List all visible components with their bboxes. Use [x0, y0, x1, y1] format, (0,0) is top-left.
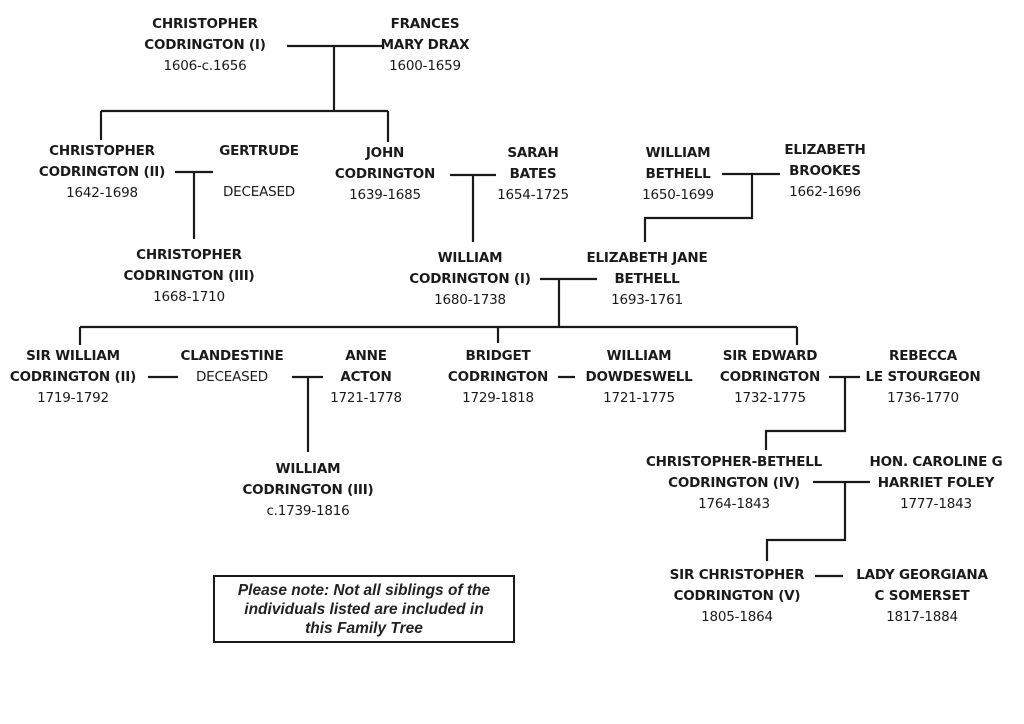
- person-dates: 1729-1818: [462, 390, 534, 406]
- person-christopher-bethell-codrington-iv: CHRISTOPHER-BETHELL CODRINGTON (IV) 1764…: [646, 452, 822, 515]
- person-dates: 1668-1710: [153, 289, 225, 305]
- person-bridget-codrington: BRIDGET CODRINGTON 1729-1818: [448, 346, 548, 409]
- person-john-codrington: JOHN CODRINGTON 1639-1685: [335, 143, 435, 206]
- person-name: BATES: [509, 166, 557, 182]
- person-dates: 1817-1884: [886, 609, 958, 625]
- person-name: WILLIAM: [437, 250, 503, 266]
- person-william-codrington-i: WILLIAM CODRINGTON (I) 1680-1738: [409, 248, 531, 311]
- note-line: Please note: Not all siblings of the: [237, 582, 491, 599]
- person-name: BRIDGET: [465, 348, 531, 364]
- person-name: CODRINGTON (V): [673, 588, 801, 604]
- person-name: BETHELL: [645, 166, 711, 182]
- person-name: SIR WILLIAM: [26, 348, 120, 364]
- person-name: ANNE: [345, 348, 387, 364]
- person-william-bethell: WILLIAM BETHELL 1650-1699: [642, 143, 714, 206]
- person-dates: 1719-1792: [37, 390, 109, 406]
- person-sarah-bates: SARAH BATES 1654-1725: [497, 143, 569, 206]
- person-dates: 1732-1775: [734, 390, 806, 406]
- note-line: this Family Tree: [305, 620, 423, 637]
- person-name: CHRISTOPHER: [49, 143, 155, 159]
- person-name: CODRINGTON (IV): [668, 475, 800, 491]
- person-name: WILLIAM: [606, 348, 672, 364]
- person-caroline-harriet-foley: HON. CAROLINE G HARRIET FOLEY 1777-1843: [869, 452, 1002, 515]
- person-name: WILLIAM: [275, 461, 341, 477]
- person-name: CODRINGTON (II): [9, 369, 137, 385]
- person-dates: 1764-1843: [698, 496, 770, 512]
- person-dates: 1642-1698: [66, 185, 138, 201]
- person-clandestine: CLANDESTINE DECEASED: [181, 346, 284, 388]
- person-rebecca-le-stourgeon: REBECCA LE STOURGEON 1736-1770: [866, 346, 981, 409]
- person-anne-acton: ANNE ACTON 1721-1778: [330, 346, 402, 409]
- person-status: DECEASED: [222, 184, 295, 200]
- person-lady-georgiana-somerset: LADY GEORGIANA C SOMERSET 1817-1884: [856, 565, 988, 628]
- person-christopher-codrington-i: CHRISTOPHER CODRINGTON (I) 1606-c.1656: [144, 14, 266, 77]
- person-william-codrington-iii: WILLIAM CODRINGTON (III) c.1739-1816: [242, 459, 373, 522]
- person-name: ELIZABETH JANE: [586, 250, 708, 266]
- person-name: LADY GEORGIANA: [856, 567, 988, 583]
- person-name: CHRISTOPHER: [152, 16, 258, 32]
- person-dates: 1606-c.1656: [163, 58, 247, 74]
- person-dates: 1721-1775: [603, 390, 675, 406]
- person-name: CODRINGTON: [719, 369, 821, 385]
- person-dates: 1777-1843: [900, 496, 972, 512]
- person-sir-christopher-codrington-v: SIR CHRISTOPHER CODRINGTON (V) 1805-1864: [670, 565, 805, 628]
- person-name: CODRINGTON (II): [38, 164, 166, 180]
- descent-line: [764, 377, 847, 450]
- person-name: CODRINGTON (I): [144, 37, 266, 53]
- person-status: DECEASED: [195, 369, 268, 385]
- person-name: LE STOURGEON: [865, 369, 981, 385]
- person-christopher-codrington-ii: CHRISTOPHER CODRINGTON (II) 1642-1698: [39, 141, 165, 204]
- person-name: BROOKES: [789, 163, 861, 179]
- person-name: BETHELL: [614, 271, 680, 287]
- person-dates: 1662-1696: [789, 184, 861, 200]
- person-elizabeth-brookes: ELIZABETH BROOKES 1662-1696: [784, 140, 866, 203]
- person-name: CODRINGTON: [447, 369, 549, 385]
- person-dates: 1693-1761: [611, 292, 683, 308]
- person-dates: 1680-1738: [434, 292, 506, 308]
- person-name: C SOMERSET: [874, 588, 970, 604]
- person-name: DOWDESWELL: [585, 369, 693, 385]
- person-frances-mary-drax: FRANCES MARY DRAX 1600-1659: [381, 14, 470, 77]
- person-name: CODRINGTON: [334, 166, 436, 182]
- person-sir-edward-codrington: SIR EDWARD CODRINGTON 1732-1775: [720, 346, 820, 409]
- person-christopher-codrington-iii: CHRISTOPHER CODRINGTON (III) 1668-1710: [123, 245, 254, 308]
- person-name: ACTON: [340, 369, 392, 385]
- note-line: individuals listed are included in: [244, 601, 484, 618]
- person-name: JOHN: [365, 145, 405, 161]
- person-name: HON. CAROLINE G: [869, 454, 1003, 470]
- person-name: WILLIAM: [645, 145, 711, 161]
- person-name: CODRINGTON (III): [242, 482, 374, 498]
- person-dates: 1805-1864: [701, 609, 773, 625]
- person-name: CHRISTOPHER-BETHELL: [645, 454, 823, 470]
- person-name: CHRISTOPHER: [136, 247, 242, 263]
- person-dates: 1736-1770: [887, 390, 959, 406]
- person-william-dowdeswell: WILLIAM DOWDESWELL 1721-1775: [585, 346, 692, 409]
- person-dates: c.1739-1816: [266, 503, 350, 519]
- person-name: SIR EDWARD: [722, 348, 818, 364]
- person-name: CODRINGTON (I): [409, 271, 531, 287]
- note-box: Please note: Not all siblings of the ind…: [213, 575, 515, 643]
- person-name: CODRINGTON (III): [123, 268, 255, 284]
- person-name: CLANDESTINE: [180, 348, 284, 364]
- person-name: SARAH: [507, 145, 559, 161]
- person-name: SIR CHRISTOPHER: [669, 567, 805, 583]
- descent-line: [765, 482, 847, 561]
- person-dates: 1721-1778: [330, 390, 402, 406]
- person-dates: 1654-1725: [497, 187, 569, 203]
- person-name: HARRIET FOLEY: [877, 475, 995, 491]
- person-name: MARY DRAX: [380, 37, 470, 53]
- person-dates: 1650-1699: [642, 187, 714, 203]
- person-name: FRANCES: [390, 16, 460, 32]
- person-name: ELIZABETH: [784, 142, 866, 158]
- person-elizabeth-jane-bethell: ELIZABETH JANE BETHELL 1693-1761: [587, 248, 708, 311]
- person-dates: 1639-1685: [349, 187, 421, 203]
- person-name: GERTRUDE: [219, 143, 299, 159]
- person-gertrude: GERTRUDE DECEASED: [219, 141, 299, 203]
- person-sir-william-codrington-ii: SIR WILLIAM CODRINGTON (II) 1719-1792: [10, 346, 136, 409]
- person-name: REBECCA: [889, 348, 957, 364]
- person-dates: 1600-1659: [389, 58, 461, 74]
- descent-line: [643, 174, 754, 242]
